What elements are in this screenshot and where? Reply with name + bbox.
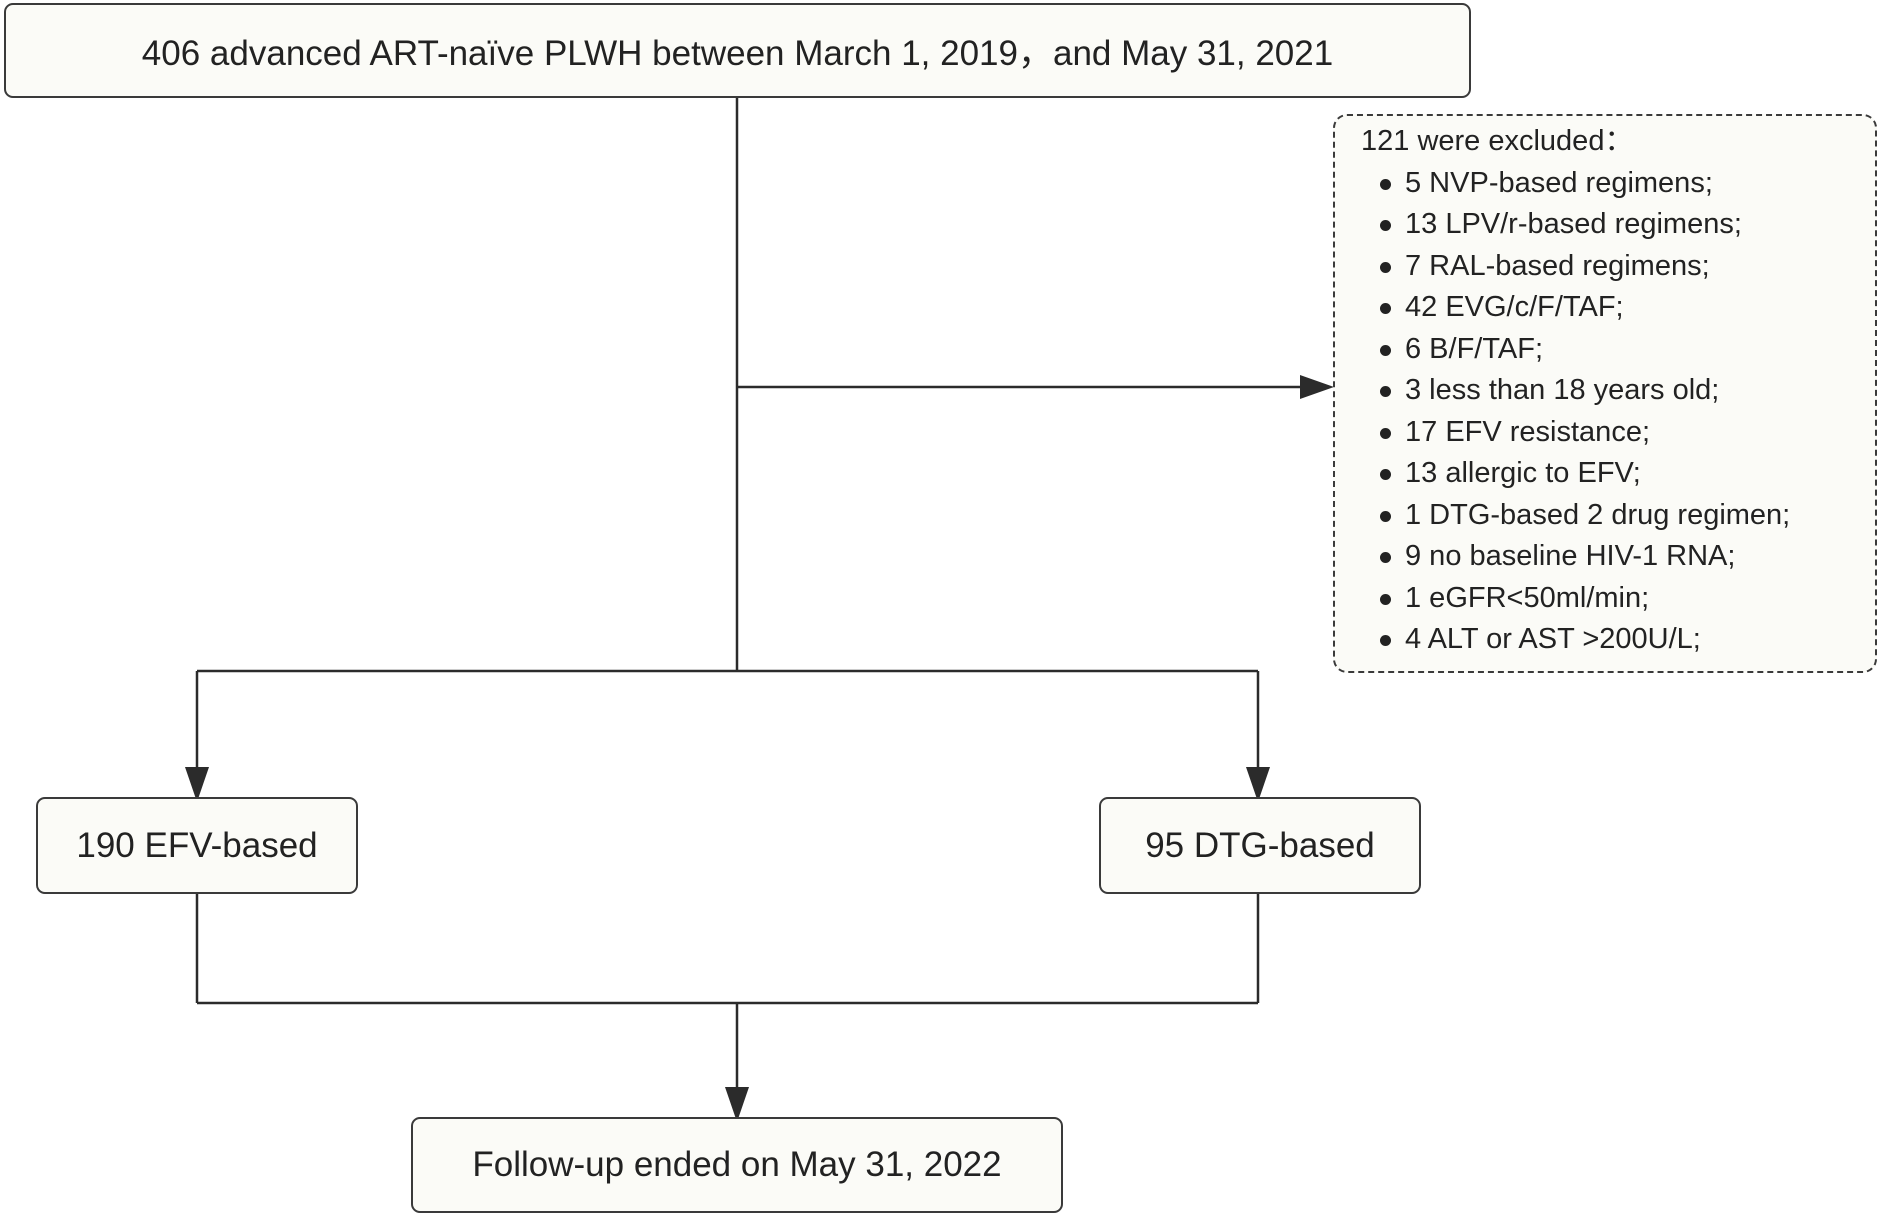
followup-box: Follow-up ended on May 31, 2022 <box>411 1117 1063 1213</box>
exclusion-title: 121 were excluded： <box>1361 125 1634 157</box>
cohort-box: 406 advanced ART-naïve PLWH between Marc… <box>4 3 1471 98</box>
followup-arrowhead <box>725 1087 749 1122</box>
exclusion-item: 1 DTG-based 2 drug regimen; <box>1380 495 1875 537</box>
followup-text: Follow-up ended on May 31, 2022 <box>472 1145 1002 1184</box>
exclusion-item: 5 NVP-based regimens; <box>1380 163 1875 205</box>
exclusion-item: 9 no baseline HIV-1 RNA; <box>1380 536 1875 578</box>
exclusion-box: 121 were excluded： 5 NVP-based regimens;… <box>1333 114 1877 673</box>
exclusion-item: 6 B/F/TAF; <box>1380 329 1875 371</box>
exclusion-item: 17 EFV resistance; <box>1380 412 1875 454</box>
exclusion-item: 4 ALT or AST >200U/L; <box>1380 619 1875 661</box>
exclusion-list: 5 NVP-based regimens; 13 LPV/r-based reg… <box>1361 163 1875 661</box>
cohort-text: 406 advanced ART-naïve PLWH between Marc… <box>141 34 1334 73</box>
exclusion-arrowhead <box>1300 375 1334 399</box>
exclusion-item: 3 less than 18 years old; <box>1380 370 1875 412</box>
dtg-group-box: 95 DTG-based <box>1099 797 1421 894</box>
exclusion-item: 42 EVG/c/F/TAF; <box>1380 287 1875 329</box>
exclusion-item: 7 RAL-based regimens; <box>1380 246 1875 288</box>
efv-group-box: 190 EFV-based <box>36 797 358 894</box>
exclusion-item: 13 allergic to EFV; <box>1380 453 1875 495</box>
exclusion-item: 13 LPV/r-based regimens; <box>1380 204 1875 246</box>
exclusion-item: 1 eGFR<50ml/min; <box>1380 578 1875 620</box>
efv-arrowhead <box>185 767 209 802</box>
dtg-group-text: 95 DTG-based <box>1145 825 1375 865</box>
efv-group-text: 190 EFV-based <box>76 825 318 865</box>
dtg-arrowhead <box>1246 767 1270 802</box>
